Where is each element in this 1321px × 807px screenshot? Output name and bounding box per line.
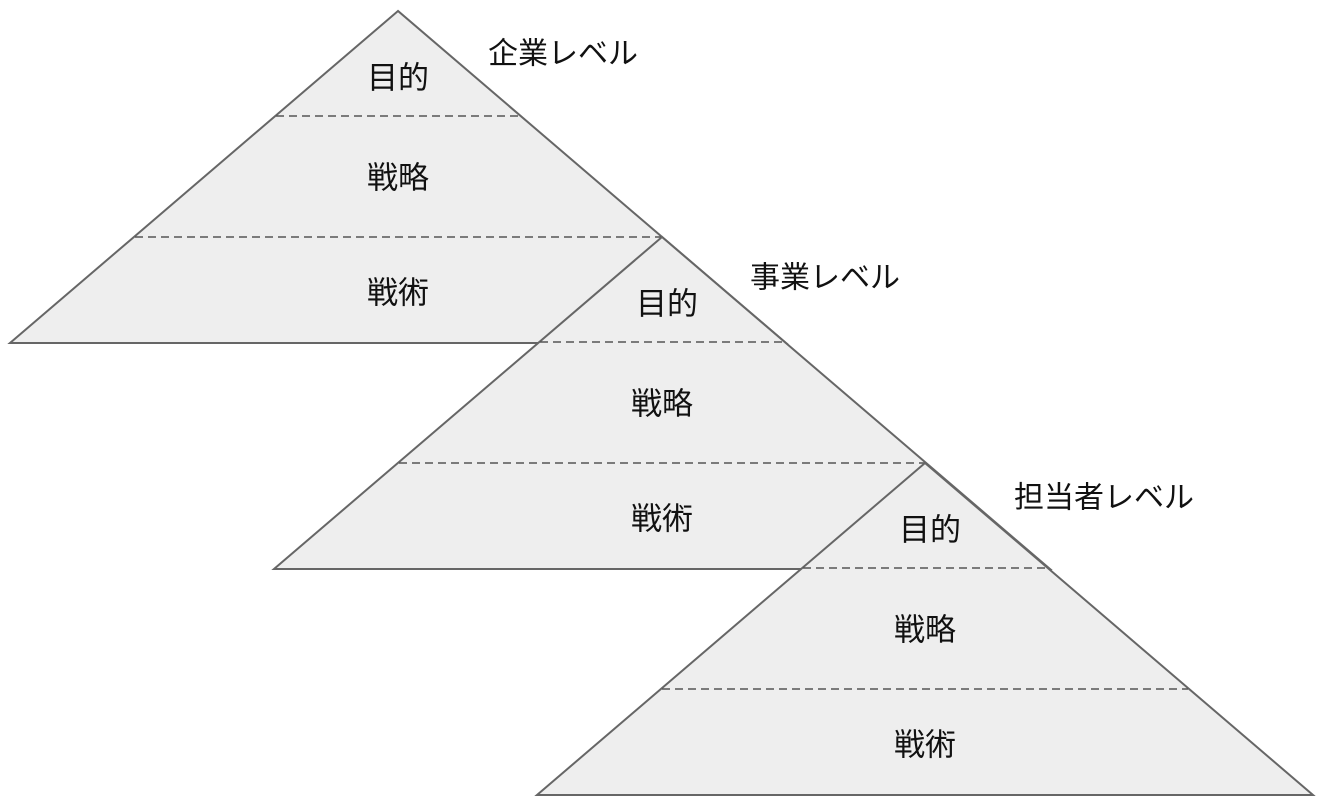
layer-label-strategy: 戦略: [367, 161, 429, 197]
pyramid-business: [271, 235, 1053, 570]
level-label-staff: 担当者レベル: [1014, 481, 1194, 516]
level-label-corporate: 企業レベル: [488, 37, 638, 72]
pyramid-staff: [534, 461, 1316, 796]
layer-label-strategy: 戦略: [631, 387, 693, 423]
layer-label-strategy: 戦略: [894, 613, 956, 649]
pyramid-corporate: [7, 9, 789, 344]
layer-label-purpose: 目的: [636, 287, 698, 323]
pyramid-shape: [271, 235, 1053, 570]
layer-label-tactics: 戦術: [631, 502, 693, 538]
layer-label-purpose: 目的: [367, 61, 429, 97]
pyramid-shape: [7, 9, 789, 344]
layer-label-tactics: 戦術: [367, 276, 429, 312]
layer-label-tactics: 戦術: [894, 728, 956, 764]
level-label-business: 事業レベル: [750, 261, 900, 296]
pyramid-shape: [534, 461, 1316, 796]
layer-label-purpose: 目的: [899, 513, 961, 549]
